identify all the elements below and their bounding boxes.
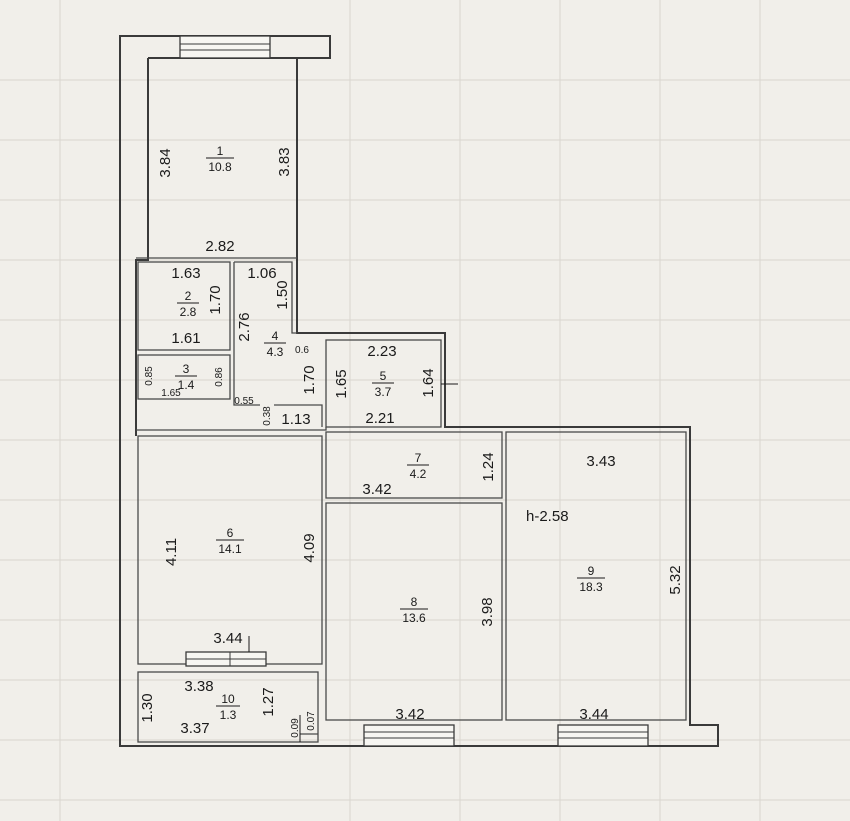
room-label-5: 53.7 (372, 369, 394, 399)
dim-r5-bottom: 2.21 (365, 410, 394, 427)
room-labels: 110.8 22.8 31.4 44.3 53.7 614.1 74.2 813… (175, 144, 605, 722)
windows (179, 35, 649, 747)
room-number: 4 (272, 329, 279, 343)
dim-r4-right-bottom: 1.70 (301, 365, 318, 394)
room-number: 9 (588, 564, 595, 578)
window-room-8 (363, 724, 455, 747)
window-room-9 (557, 724, 649, 747)
dim-r4-small: 0.38 (262, 406, 273, 426)
dim-r3-gap: 0.55 (234, 396, 254, 407)
dim-r10-right: 1.27 (260, 687, 277, 716)
dim-r4-right-top: 1.50 (274, 280, 291, 309)
room-number: 1 (217, 144, 224, 158)
dim-r7-bottom: 3.42 (362, 481, 391, 498)
dim-r10-left: 1.30 (139, 693, 156, 722)
dim-r9-top: 3.43 (586, 453, 615, 470)
dim-r8-bottom: 3.42 (395, 706, 424, 723)
window-top (179, 35, 271, 59)
room-label-6: 614.1 (216, 526, 244, 556)
dim-r6-left: 4.11 (163, 538, 180, 566)
room-area: 3.7 (375, 385, 392, 399)
dim-r3-right: 0.86 (214, 367, 225, 387)
dim-r3-bottom: 1.65 (161, 388, 181, 399)
wall-ticks (248, 383, 458, 742)
dim-r2-bottom: 1.61 (171, 330, 200, 347)
room-number: 6 (227, 526, 234, 540)
room-number: 8 (411, 595, 418, 609)
dim-r6-bottom: 3.44 (213, 630, 242, 647)
room-number: 7 (415, 451, 422, 465)
dim-r7-right: 1.24 (480, 452, 497, 481)
dim-r5-top: 2.23 (367, 343, 396, 360)
dim-r10-bottom: 3.37 (180, 720, 209, 737)
dim-r2-right: 1.70 (207, 285, 224, 314)
room-number: 3 (183, 362, 190, 376)
room-area: 4.3 (267, 345, 284, 359)
dim-r1-bottom: 2.82 (205, 238, 234, 255)
room-area: 14.1 (218, 542, 242, 556)
room-label-8: 813.6 (400, 595, 428, 625)
dim-r1-right: 3.83 (276, 147, 293, 176)
dim-r4-notch: 0.6 (295, 345, 309, 356)
dim-r10-b: 0.07 (306, 711, 317, 731)
dim-r8-right: 3.98 (479, 597, 496, 626)
ceiling-height-label: h-2.58 (526, 508, 569, 525)
exterior-walls (119, 35, 719, 747)
dim-r9-bottom: 3.44 (579, 706, 608, 723)
dim-r4-left: 2.76 (236, 312, 253, 341)
dim-r4-bottom: 1.13 (281, 411, 310, 428)
room-area: 18.3 (579, 580, 603, 594)
room-area: 4.2 (410, 467, 427, 481)
dim-r1-left: 3.84 (157, 148, 174, 177)
room-area: 2.8 (180, 305, 197, 319)
room-label-3: 31.4 (175, 362, 197, 392)
dimension-labels: 3.84 3.83 2.82 1.63 1.70 1.61 0.85 0.86 … (139, 147, 684, 737)
room-area: 10.8 (208, 160, 232, 174)
room-label-4: 44.3 (264, 329, 286, 359)
room-label-9: 918.3 (577, 564, 605, 594)
dim-r5-right: 1.64 (420, 368, 437, 397)
room-number: 10 (221, 692, 235, 706)
dim-r3-left: 0.85 (144, 366, 155, 386)
window-room-6 (185, 651, 267, 667)
room-label-10: 101.3 (216, 692, 240, 722)
room-area: 1.3 (220, 708, 237, 722)
room-number: 5 (380, 369, 387, 383)
dim-r10-a: 0.09 (290, 718, 301, 738)
room-label-7: 74.2 (407, 451, 429, 481)
dim-r6-right: 4.09 (301, 533, 318, 562)
dim-r4-top: 1.06 (247, 265, 276, 282)
room-label-1: 110.8 (206, 144, 234, 174)
room-number: 2 (185, 289, 192, 303)
dim-r5-left: 1.65 (333, 369, 350, 398)
dim-r2-top: 1.63 (171, 265, 200, 282)
dim-r9-right: 5.32 (667, 565, 684, 594)
room-area: 1.4 (178, 378, 195, 392)
room-area: 13.6 (402, 611, 426, 625)
room-label-2: 22.8 (177, 289, 199, 319)
dim-r10-top: 3.38 (184, 678, 213, 695)
